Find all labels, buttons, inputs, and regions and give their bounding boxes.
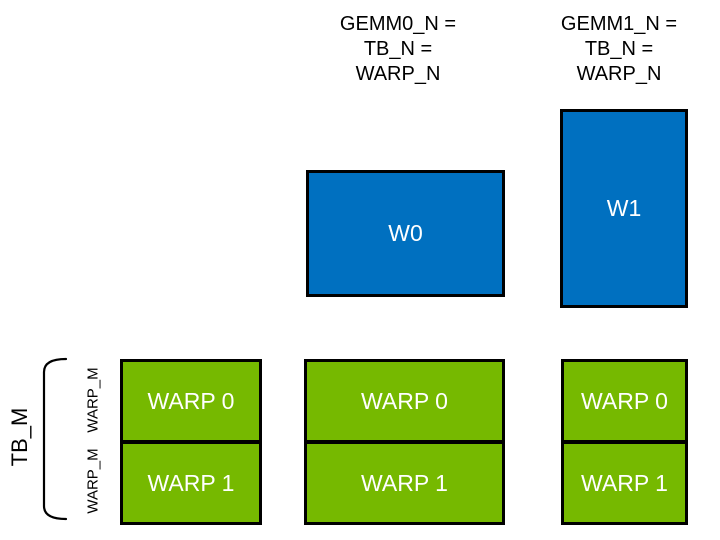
accumulator-tile-w1: W1 xyxy=(560,109,688,308)
warp-column-b: WARP 0 WARP 1 xyxy=(304,359,505,525)
tb-m-axis-label: TB_M xyxy=(7,407,32,467)
warp-cell-label: WARP 0 xyxy=(147,387,235,414)
warp-cell: WARP 1 xyxy=(304,441,505,525)
accumulator-tile-w0: W0 xyxy=(306,170,505,297)
gemm1-column-header: GEMM1_N = TB_N = WARP_N xyxy=(519,12,719,87)
warp-cell: WARP 1 xyxy=(561,441,688,525)
warp-cell-label: WARP 0 xyxy=(581,387,668,414)
warp-column-c: WARP 0 WARP 1 xyxy=(561,359,688,525)
gemm1-header-line-1: GEMM1_N = xyxy=(560,13,678,35)
warp-cell: WARP 0 xyxy=(561,359,688,443)
warp-cell-label: WARP 1 xyxy=(581,469,668,496)
warp-cell-label: WARP 0 xyxy=(361,387,448,414)
tile-w0-label: W0 xyxy=(388,220,423,246)
gemm1-header-line-3: WARP_N xyxy=(576,63,662,85)
warp-cell: WARP 0 xyxy=(120,359,262,443)
gemm0-header-line-1: GEMM0_N = xyxy=(339,13,457,35)
warp-cell-label: WARP 1 xyxy=(361,469,448,496)
warp-m-label-row0: WARP_M xyxy=(84,367,102,433)
gemm1-header-line-2: TB_N = xyxy=(584,38,654,60)
gemm0-column-header: GEMM0_N = TB_N = WARP_N xyxy=(298,12,498,87)
warp-cell: WARP 1 xyxy=(120,441,262,525)
tb-m-bracket-icon xyxy=(42,357,68,521)
tile-w1-label: W1 xyxy=(606,195,642,221)
warp-column-a: WARP 0 WARP 1 xyxy=(120,359,262,525)
warp-m-label-row1: WARP_M xyxy=(84,448,102,514)
warp-cell: WARP 0 xyxy=(304,359,505,443)
warp-cell-label: WARP 1 xyxy=(147,469,235,496)
gemm0-header-line-3: WARP_N xyxy=(355,63,441,85)
gemm0-header-line-2: TB_N = xyxy=(363,38,433,60)
